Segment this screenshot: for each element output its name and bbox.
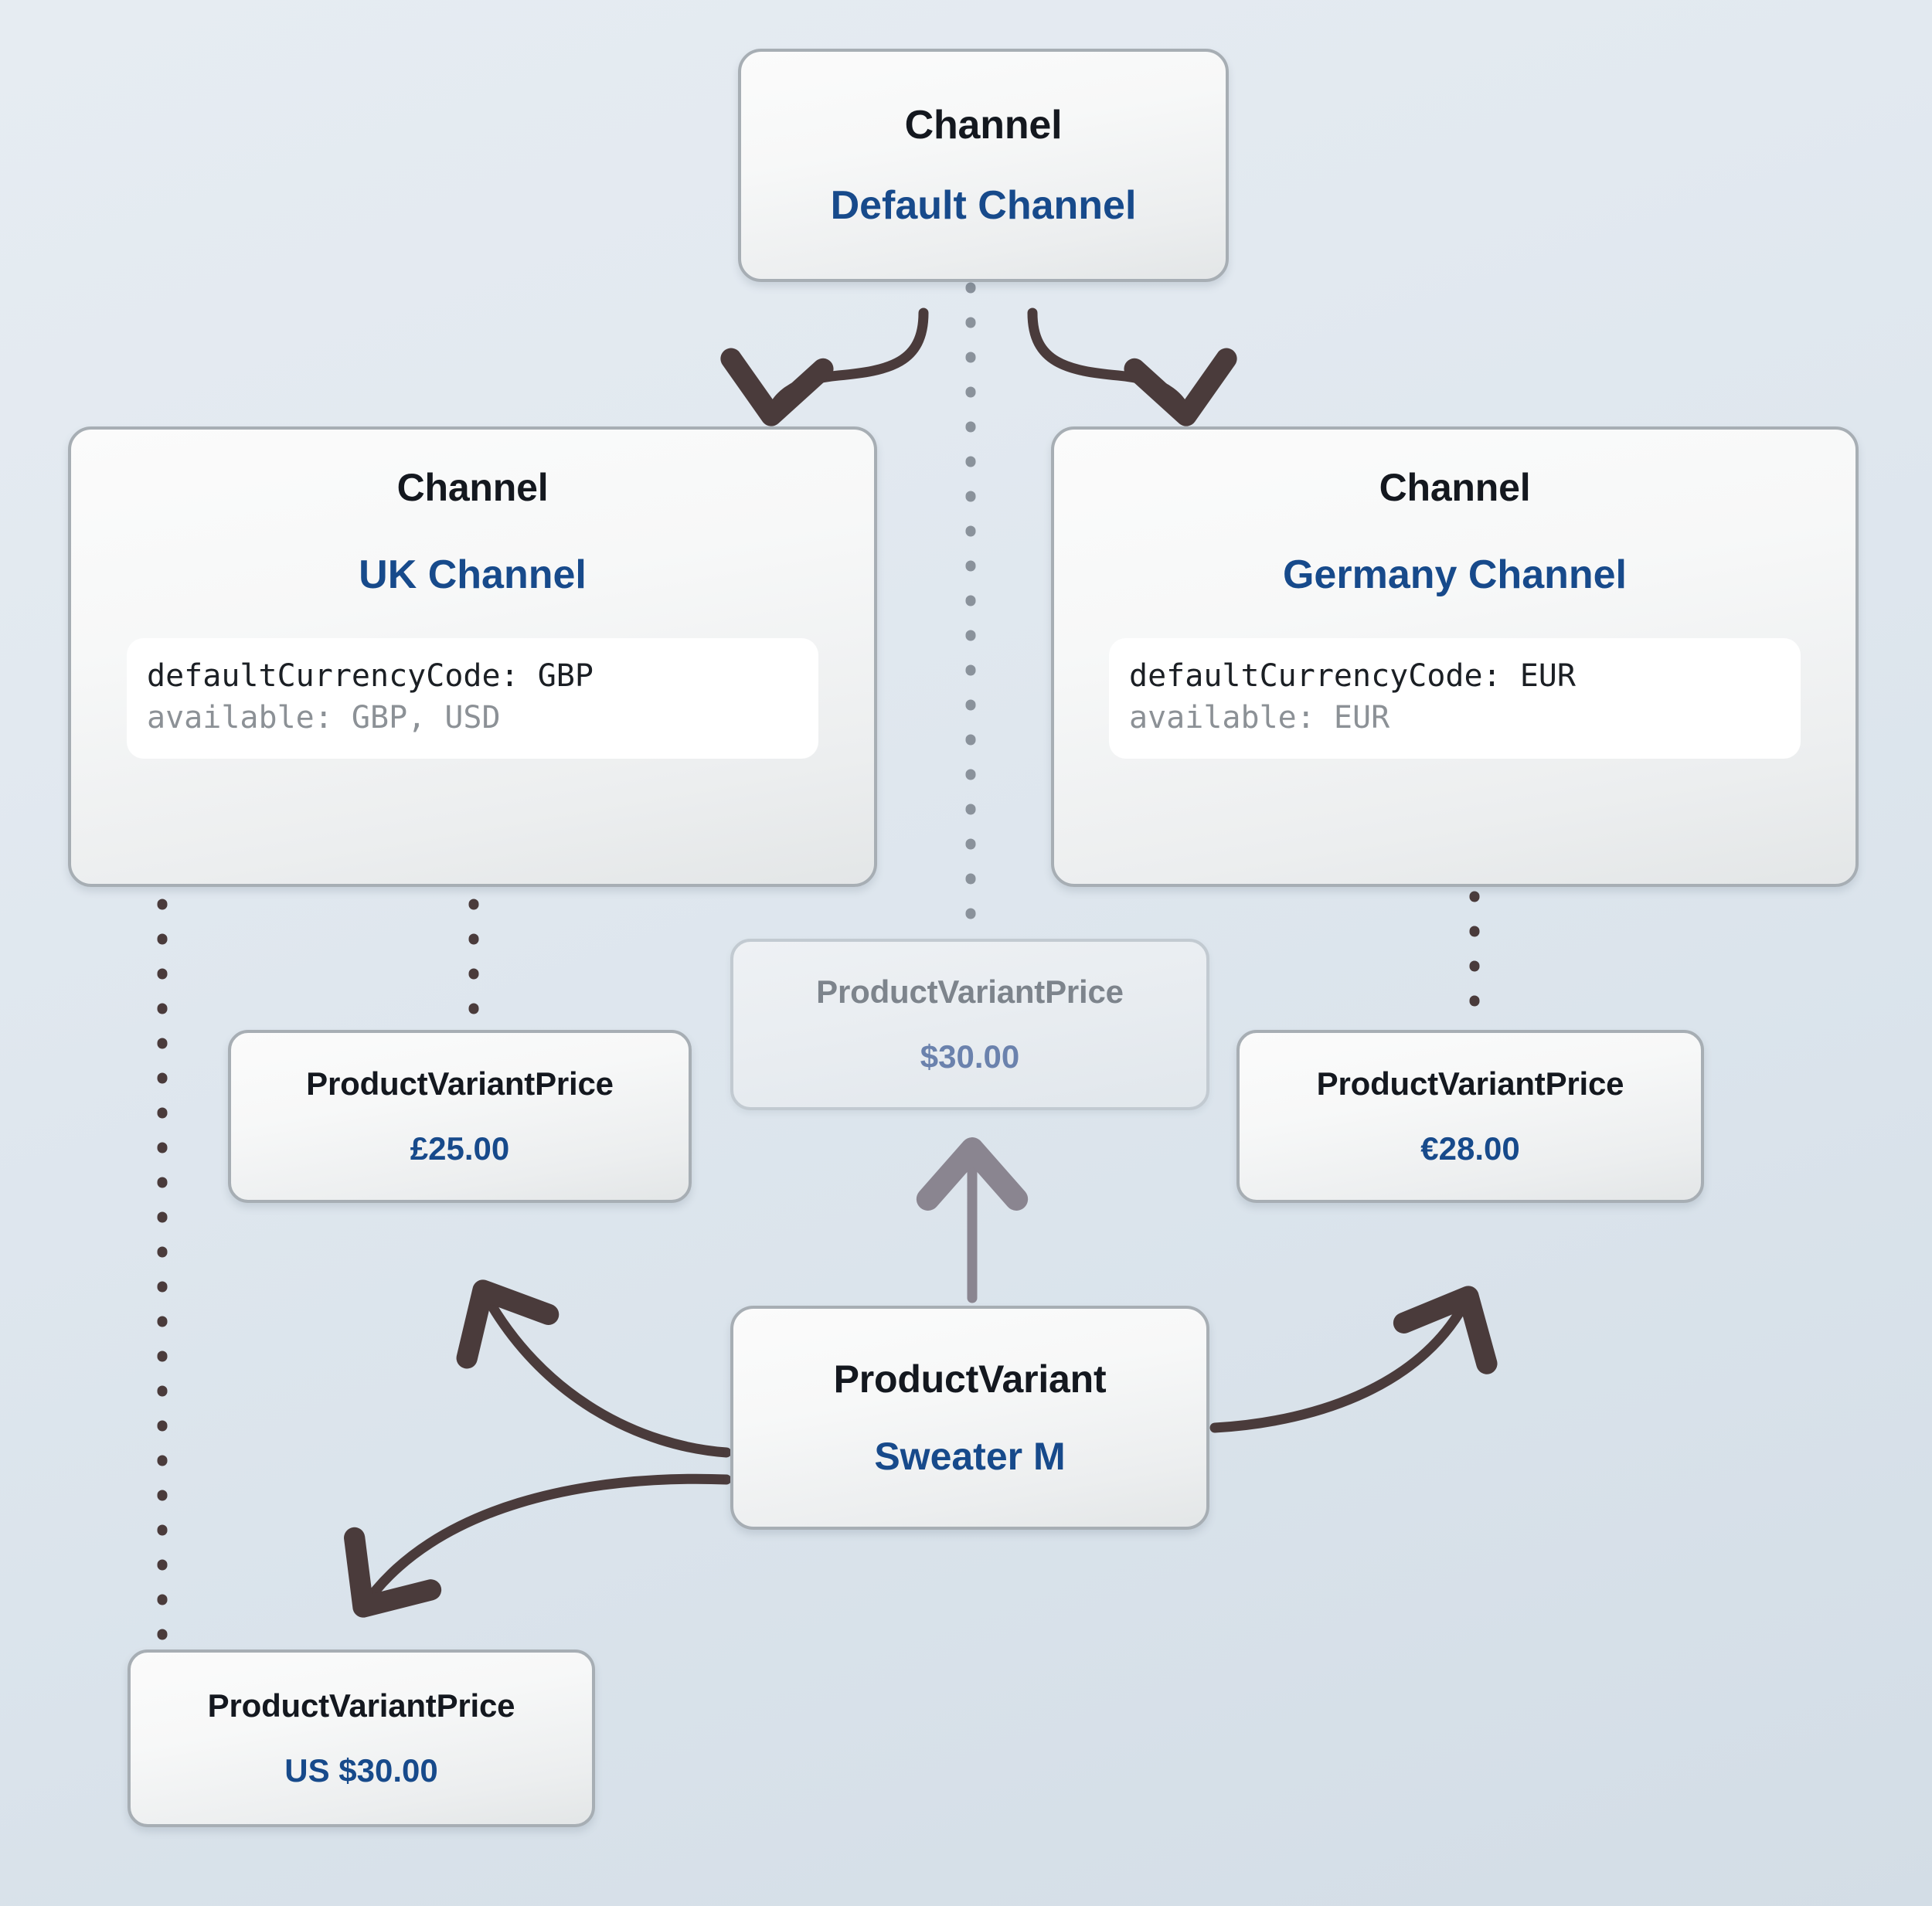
edge-variant-to-price-eur	[1209, 1286, 1498, 1433]
node-uk-channel[interactable]: Channel UK Channel defaultCurrencyCode: …	[68, 426, 877, 887]
uk-available-currencies-line: available: GBP, USD	[147, 700, 501, 736]
edge-default-to-uk	[720, 307, 929, 426]
node-price-usd-default[interactable]: ProductVariantPrice $30.00	[730, 939, 1209, 1110]
uk-channel-details-panel: defaultCurrencyCode: GBP available: GBP,…	[127, 638, 818, 759]
node-type-label: ProductVariantPrice	[816, 973, 1124, 1010]
germany-available-currencies-line: available: EUR	[1129, 700, 1390, 736]
node-name-label: $30.00	[920, 1038, 1020, 1075]
edge-variant-to-price-usd-bottom	[344, 1473, 732, 1618]
node-type-label: ProductVariantPrice	[306, 1065, 614, 1102]
node-name-label: €28.00	[1420, 1130, 1520, 1167]
node-type-label: Channel	[396, 466, 549, 509]
node-name-label: US $30.00	[284, 1752, 438, 1789]
node-name-label: Sweater M	[874, 1435, 1066, 1478]
node-type-label: ProductVariantPrice	[207, 1687, 515, 1724]
node-name-label: UK Channel	[359, 552, 587, 597]
node-name-label: Germany Channel	[1282, 552, 1628, 597]
node-germany-channel[interactable]: Channel Germany Channel defaultCurrencyC…	[1051, 426, 1859, 887]
node-default-channel[interactable]: Channel Default Channel	[738, 49, 1229, 282]
node-product-variant[interactable]: ProductVariant Sweater M	[730, 1306, 1209, 1530]
node-price-gbp[interactable]: ProductVariantPrice £25.00	[228, 1030, 692, 1203]
germany-default-currency-line: defaultCurrencyCode: EUR	[1129, 658, 1576, 694]
edge-default-to-germany	[1027, 307, 1237, 426]
node-type-label: ProductVariant	[833, 1357, 1107, 1401]
germany-channel-details-panel: defaultCurrencyCode: EUR available: EUR	[1109, 638, 1801, 759]
node-price-usd-bottom[interactable]: ProductVariantPrice US $30.00	[128, 1649, 595, 1827]
node-type-label: Channel	[904, 103, 1063, 148]
uk-default-currency-line: defaultCurrencyCode: GBP	[147, 658, 594, 694]
edge-variant-to-price-gbp	[456, 1279, 732, 1458]
node-price-eur[interactable]: ProductVariantPrice €28.00	[1236, 1030, 1704, 1203]
node-name-label: £25.00	[410, 1130, 510, 1167]
node-type-label: Channel	[1379, 466, 1531, 509]
node-type-label: ProductVariantPrice	[1316, 1065, 1624, 1102]
node-name-label: Default Channel	[830, 183, 1137, 228]
